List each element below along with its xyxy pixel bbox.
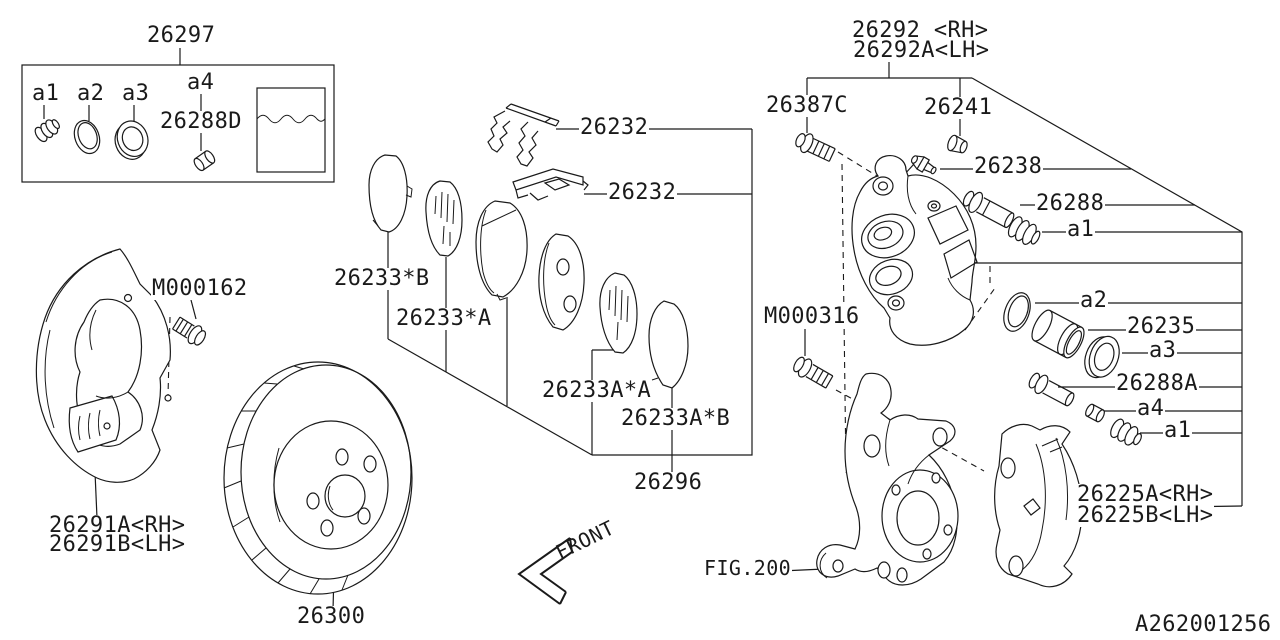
pad-clip-upper	[487, 103, 560, 167]
bleeder-drawing	[910, 155, 937, 175]
piston-boot-drawing	[1084, 335, 1120, 379]
part-label-knuckle-bolt: M000316	[763, 304, 861, 329]
part-label-shim-b: 26233*B	[333, 266, 431, 291]
part-label-support-lh: 26225B<LH>	[1076, 503, 1215, 528]
cap-drawing	[947, 134, 968, 154]
callout-seal-a2: a2	[1079, 288, 1109, 313]
knuckle-bolt-drawing	[793, 356, 834, 389]
shield-bolt-drawing	[172, 316, 207, 346]
rotor-drawing	[223, 361, 413, 595]
callout-kit-a1: a1	[31, 81, 61, 106]
caliper-drawing	[851, 155, 978, 346]
diagram-id: A262001256	[1134, 612, 1273, 637]
part-label-piston: 26235	[1126, 314, 1197, 339]
part-label-shim-aa: 26233A*A	[541, 378, 653, 403]
callout-boot-lower-a1: a1	[1163, 418, 1193, 443]
part-label-clip-lower: 26232	[607, 180, 678, 205]
part-label-caliper-rh: 26292 <RH>	[851, 18, 990, 43]
callout-piston-boot-a3: a3	[1148, 338, 1178, 363]
brake-pads-drawing	[368, 103, 689, 389]
kit-sleeve-a4	[193, 150, 216, 172]
kit-seal-a2	[73, 119, 101, 155]
support-bracket-drawing	[994, 423, 1083, 588]
brake-pad-front	[475, 200, 528, 298]
kit-boot-a3	[114, 120, 149, 160]
part-label-grease: 26288D	[159, 109, 243, 134]
boot-upper-drawing	[1007, 216, 1041, 245]
part-label-lock-pin: 26387C	[765, 93, 849, 118]
shim-a-inner	[599, 272, 638, 354]
part-label-slide-pin-upper: 26288	[1035, 191, 1106, 216]
callout-boot-upper-a1: a1	[1066, 217, 1096, 242]
part-label-shield-bolt: M000162	[151, 276, 249, 301]
part-label-shim-a: 26233*A	[395, 306, 493, 331]
callout-kit-a3: a3	[121, 81, 151, 106]
seal-kit-parts	[34, 87, 326, 173]
slide-pin-lower-drawing	[1028, 372, 1075, 407]
grease-packet	[256, 87, 326, 173]
part-label-shield-rh: 26291A<RH>	[48, 513, 187, 538]
figure-reference: FIG.200	[703, 556, 793, 580]
part-label-pad-kit: 26296	[633, 470, 704, 495]
part-label-clip-upper: 26232	[579, 115, 650, 140]
part-label-rotor: 26300	[296, 604, 367, 629]
front-arrow-icon	[517, 537, 573, 605]
lock-pin-bolt-drawing	[795, 133, 836, 162]
slide-pin-upper-drawing	[962, 190, 1015, 229]
part-label-seal-kit: 26297	[146, 23, 217, 48]
shim-outer	[368, 154, 408, 233]
piston-drawing	[1031, 309, 1085, 359]
part-label-shim-ab: 26233A*B	[620, 406, 732, 431]
piston-seal-drawing	[1003, 292, 1031, 332]
part-label-caliper-lh: 26292A<LH>	[852, 38, 991, 63]
dust-shield-drawing	[35, 248, 172, 483]
callout-kit-a4: a4	[186, 70, 216, 95]
kit-boot-a1	[34, 119, 60, 143]
sleeve-drawing	[1085, 403, 1105, 423]
callout-sleeve-a4: a4	[1136, 396, 1166, 421]
part-label-shield-lh: 26291B<LH>	[48, 532, 187, 557]
caliper-hardware	[795, 133, 1142, 446]
shim-a-outer	[648, 300, 689, 389]
part-label-support-rh: 26225A<RH>	[1076, 482, 1215, 507]
knuckle-drawing	[816, 372, 959, 586]
part-label-cap: 26241	[923, 95, 994, 120]
brake-pad-rear	[538, 233, 585, 331]
part-label-slide-pin-lower: 26288A	[1115, 371, 1199, 396]
callout-kit-a2: a2	[76, 81, 106, 106]
shim-inner	[425, 180, 463, 257]
boot-lower-drawing	[1110, 418, 1142, 446]
part-label-bleeder: 26238	[973, 154, 1044, 179]
pad-clip-lower	[512, 168, 589, 201]
